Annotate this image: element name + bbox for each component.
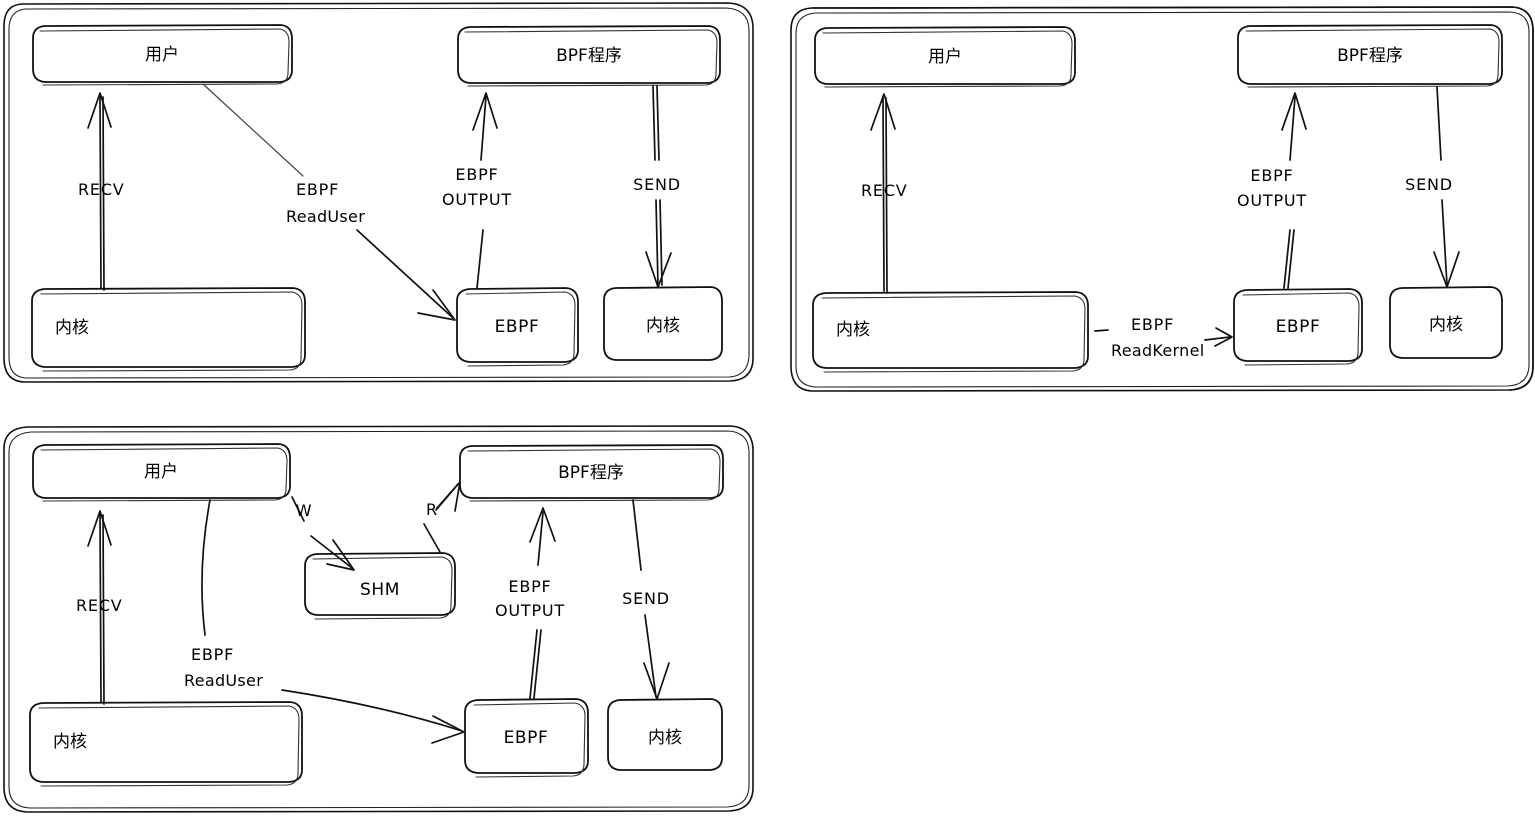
node-kernel-small-label: 内核 xyxy=(646,316,680,336)
node-kernel-small[interactable]: 内核 xyxy=(607,698,723,771)
node-ebpf-label: EBPF xyxy=(504,728,549,748)
edge-ebpf-output: EBPF OUTPUT xyxy=(1237,92,1307,289)
edge-recv-label: RECV xyxy=(78,180,125,199)
node-bpf-program[interactable]: BPF程序 xyxy=(457,25,721,87)
edge-send-label: SEND xyxy=(633,175,681,194)
edge-ebpf-output: EBPF OUTPUT xyxy=(442,92,512,289)
edge-read: R xyxy=(423,481,461,553)
edge-send: SEND xyxy=(622,499,670,700)
edge-ebpf-output-label-line2: OUTPUT xyxy=(1237,191,1307,210)
node-bpf-program-label: BPF程序 xyxy=(558,463,624,483)
node-bpf-program-label: BPF程序 xyxy=(556,46,622,66)
edge-send: SEND xyxy=(633,85,681,288)
panel-bottom-left-frame xyxy=(3,425,754,813)
edge-ebpf-readuser: EBPF ReadUser xyxy=(202,83,456,321)
edge-write: W xyxy=(291,496,355,571)
panel-bottom-left-frame-inner xyxy=(8,430,750,809)
edge-ebpf-readkernel-label-line1: EBPF xyxy=(1131,315,1174,334)
panel-top-right-frame-inner xyxy=(795,11,1530,388)
node-shm-label: SHM xyxy=(360,580,400,600)
node-user[interactable]: 用户 xyxy=(814,26,1076,88)
panel-top-left-frame xyxy=(3,2,754,383)
panel-top-left: 用户 BPF程序 内核 EBPF 内核 xyxy=(3,2,754,383)
node-ebpf[interactable]: EBPF xyxy=(1233,288,1363,366)
node-bpf-program-label: BPF程序 xyxy=(1337,46,1403,66)
edge-ebpf-readuser-label-line2: ReadUser xyxy=(184,671,263,690)
edge-send-label: SEND xyxy=(1405,175,1453,194)
node-bpf-program[interactable]: BPF程序 xyxy=(1237,24,1503,88)
node-user-label: 用户 xyxy=(145,45,179,65)
node-ebpf[interactable]: EBPF xyxy=(464,698,589,778)
edge-ebpf-output-label-line2: OUTPUT xyxy=(442,190,512,209)
node-kernel-small-label: 内核 xyxy=(648,728,682,748)
node-kernel-small-label: 内核 xyxy=(1429,315,1463,335)
node-kernel-small[interactable]: 内核 xyxy=(603,286,723,361)
edge-send: SEND xyxy=(1405,86,1460,288)
edge-write-label: W xyxy=(296,501,313,520)
edge-ebpf-output-label-line1: EBPF xyxy=(508,577,551,596)
edge-ebpf-readkernel: EBPF ReadKernel xyxy=(1094,315,1233,360)
edge-ebpf-readuser: EBPF ReadUser xyxy=(184,499,465,744)
edge-ebpf-readuser-label-line1: EBPF xyxy=(296,180,339,199)
edge-recv-label: RECV xyxy=(861,181,908,200)
node-kernel-big-label: 内核 xyxy=(836,320,870,340)
edge-ebpf-output: EBPF OUTPUT xyxy=(495,507,565,699)
node-kernel-big-label: 内核 xyxy=(55,318,89,338)
edge-ebpf-readuser-label-line2: ReadUser xyxy=(286,207,365,226)
edge-ebpf-output-label-line2: OUTPUT xyxy=(495,601,565,620)
node-bpf-program[interactable]: BPF程序 xyxy=(459,444,724,502)
node-ebpf-label: EBPF xyxy=(1276,317,1321,337)
node-shm[interactable]: SHM xyxy=(304,552,456,620)
node-ebpf[interactable]: EBPF xyxy=(456,287,579,367)
edge-ebpf-output-label-line1: EBPF xyxy=(455,165,498,184)
panel-top-right-frame-main xyxy=(790,6,1534,392)
node-kernel-big[interactable]: 内核 xyxy=(31,287,306,372)
edge-send-label: SEND xyxy=(622,589,670,608)
node-user-label: 用户 xyxy=(144,462,178,482)
edge-recv: RECV xyxy=(78,92,125,291)
node-user[interactable]: 用户 xyxy=(32,24,293,86)
node-kernel-small[interactable]: 内核 xyxy=(1389,286,1503,359)
node-ebpf-label: EBPF xyxy=(495,317,540,337)
panel-top-right: 用户 BPF程序 内核 EBPF 内核 xyxy=(790,6,1534,392)
node-kernel-big[interactable]: 内核 xyxy=(29,701,303,787)
edge-ebpf-readuser-label-line1: EBPF xyxy=(191,645,234,664)
node-user-label: 用户 xyxy=(928,47,962,67)
edge-ebpf-output-label-line1: EBPF xyxy=(1250,166,1293,185)
edge-ebpf-readkernel-label-line2: ReadKernel xyxy=(1111,341,1204,360)
edge-read-label: R xyxy=(426,500,438,519)
node-user[interactable]: 用户 xyxy=(32,443,291,502)
node-kernel-big-label: 内核 xyxy=(53,732,87,752)
panel-top-left-frame-inner xyxy=(8,7,750,379)
edge-recv-label: RECV xyxy=(76,596,123,615)
edge-recv: RECV xyxy=(76,510,123,705)
panel-bottom-left: 用户 BPF程序 SHM 内核 EBPF 内核 xyxy=(3,425,754,813)
edge-recv: RECV xyxy=(861,93,908,294)
node-kernel-big[interactable]: 内核 xyxy=(812,291,1089,373)
